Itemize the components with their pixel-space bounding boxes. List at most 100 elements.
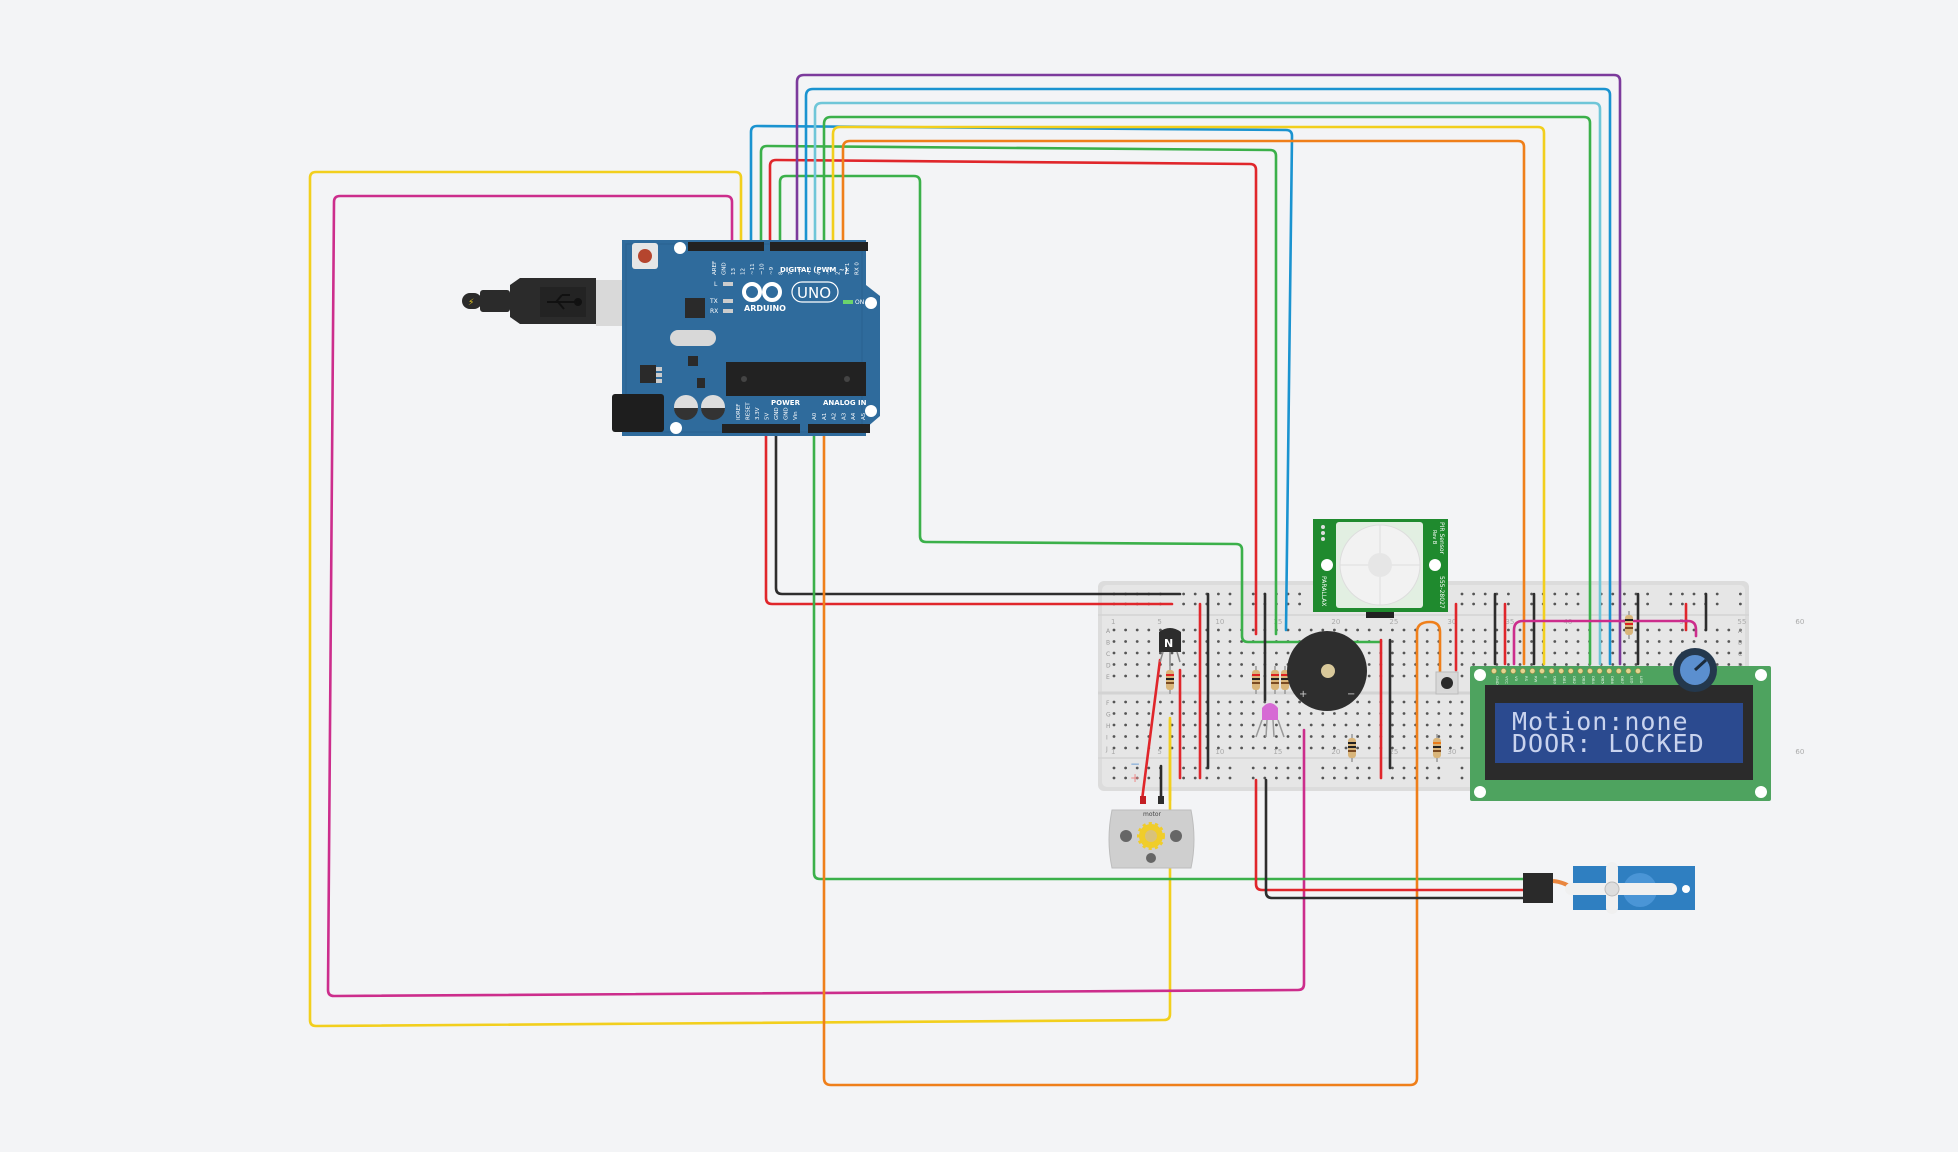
pin-label: ~10 — [760, 263, 766, 275]
resistor — [1281, 666, 1289, 694]
pir-sensor[interactable]: PIR Sensor Rev B PARALLAX 555-28027 — [1313, 519, 1448, 618]
wire-purple-pin7-lcd[interactable] — [795, 73, 1622, 666]
wire-green-pin10[interactable] — [759, 144, 1278, 636]
column-number: 10 — [1215, 618, 1224, 626]
row-letter: A — [1106, 628, 1111, 635]
pin-label: ~11 — [750, 263, 756, 275]
pin-label: A1 — [822, 413, 828, 420]
pin-label: A5 — [861, 412, 867, 420]
pin-label: A0 — [812, 412, 818, 420]
pin-label: 4 — [817, 271, 823, 275]
column-number: 55 — [1737, 618, 1746, 626]
row-letter: G — [1106, 712, 1111, 719]
row-letter: B — [1738, 640, 1742, 647]
column-number: 15 — [1273, 618, 1282, 626]
wire-yellow-pin12-motor[interactable] — [308, 170, 1172, 1028]
wire-orange-a1-button[interactable] — [822, 428, 1442, 1087]
buzzer-minus: − — [1347, 689, 1355, 700]
led-label-l: L — [714, 281, 718, 288]
led-rx — [723, 309, 733, 313]
wire-red-servo-power[interactable] — [1254, 778, 1530, 892]
column-number: 20 — [1331, 748, 1340, 756]
push-button[interactable] — [1435, 671, 1459, 695]
analog-header[interactable] — [808, 424, 870, 433]
row-letter: H — [1106, 723, 1111, 730]
lcd-line-2: DOOR: LOCKED — [1512, 729, 1705, 758]
column-number: 35 — [1505, 618, 1514, 626]
dc-motor[interactable]: motor — [1108, 796, 1195, 869]
usb-cable[interactable]: ⚡ — [462, 278, 626, 326]
wire-magenta-pin13-led[interactable] — [326, 194, 1306, 998]
digital-header-2[interactable] — [770, 242, 868, 251]
pin-label: ~5 — [807, 266, 813, 275]
on-label: ON — [855, 299, 864, 306]
pir-rev: Rev B — [1431, 530, 1437, 545]
power-header[interactable] — [722, 424, 800, 433]
wires[interactable] — [308, 73, 1708, 1087]
wire-green-pin4-lcd[interactable] — [822, 115, 1592, 666]
crystal-oscillator — [670, 330, 716, 346]
piezo-buzzer[interactable]: + − — [1287, 631, 1367, 711]
jumper-magenta-lcd-v0[interactable] — [1512, 619, 1698, 666]
column-number: 25 — [1389, 748, 1398, 756]
pin-label: 12 — [741, 268, 747, 275]
mount-hole — [865, 405, 877, 417]
column-number: 20 — [1331, 618, 1340, 626]
pin-label: 8 — [779, 271, 785, 275]
servo-motor[interactable] — [1523, 862, 1695, 914]
reset-button[interactable] — [632, 243, 658, 269]
wire-red-pin9[interactable] — [768, 158, 1258, 636]
wire-blue-pin6-lcd[interactable] — [804, 87, 1612, 666]
column-number: 10 — [1215, 748, 1224, 756]
column-number: 60 — [1795, 618, 1804, 626]
lcd-pin-label: DB2 — [1572, 676, 1577, 685]
row-letter: D — [1106, 663, 1111, 670]
rail-plus-label: + — [1130, 771, 1140, 785]
row-letter: C — [1738, 651, 1742, 658]
column-number: 1 — [1111, 618, 1115, 626]
resistor — [1433, 734, 1441, 762]
mount-hole — [865, 297, 877, 309]
column-number: 25 — [1389, 618, 1398, 626]
pin-label: 3.3V — [755, 407, 761, 420]
gear-icon — [1137, 822, 1165, 850]
rail-minus-label: − — [1130, 757, 1140, 771]
pin-label: AREF — [712, 261, 718, 275]
potentiometer[interactable] — [1673, 648, 1717, 692]
row-letter: A — [1738, 628, 1743, 635]
wire-black-servo-gnd[interactable] — [1264, 778, 1530, 900]
arduino-brand: ARDUINO — [744, 304, 786, 313]
usb-chip — [685, 298, 705, 318]
pin-label: 13 — [731, 268, 737, 275]
wire-green-a0-servo[interactable] — [812, 428, 1530, 881]
wire-black-gnd-rail[interactable] — [774, 428, 1182, 596]
pin-label: TX 1 — [845, 263, 851, 276]
wire-red-5v-rail[interactable] — [764, 428, 1174, 606]
wire-lightblue-pin5-lcd[interactable] — [813, 101, 1602, 666]
column-number: 60 — [1795, 748, 1804, 756]
power-header-label: POWER — [771, 399, 801, 407]
lcd-pin-label: DB0 — [1553, 676, 1558, 685]
lcd-pin-label: E — [1543, 676, 1548, 679]
row-letter: E — [1106, 674, 1110, 681]
wire-yellow-pin3-lcd[interactable] — [831, 125, 1546, 666]
wire-red-motor-transistor[interactable] — [1140, 658, 1162, 802]
lcd-pin-label: DB3 — [1581, 676, 1586, 685]
wire-orange-pin2-lcd[interactable] — [841, 139, 1526, 666]
led-label-rx: RX — [710, 308, 718, 315]
wire-green-pin8-pir[interactable] — [778, 174, 1382, 644]
pir-brand: PARALLAX — [1320, 576, 1327, 606]
npn-transistor[interactable]: N — [1159, 628, 1181, 666]
column-number: 5 — [1157, 618, 1161, 626]
pir-title: PIR Sensor — [1438, 522, 1445, 555]
rgb-led[interactable] — [1255, 703, 1285, 738]
lcd-pin-label: DB1 — [1562, 676, 1567, 685]
digital-header[interactable] — [688, 242, 764, 251]
arduino-uno-board[interactable]: L TX RX ON ARDUINO UNO DIGITAL (PWM ~) A… — [612, 240, 880, 436]
svg-text:⚡: ⚡ — [468, 298, 474, 308]
atmega-chip — [726, 362, 866, 396]
